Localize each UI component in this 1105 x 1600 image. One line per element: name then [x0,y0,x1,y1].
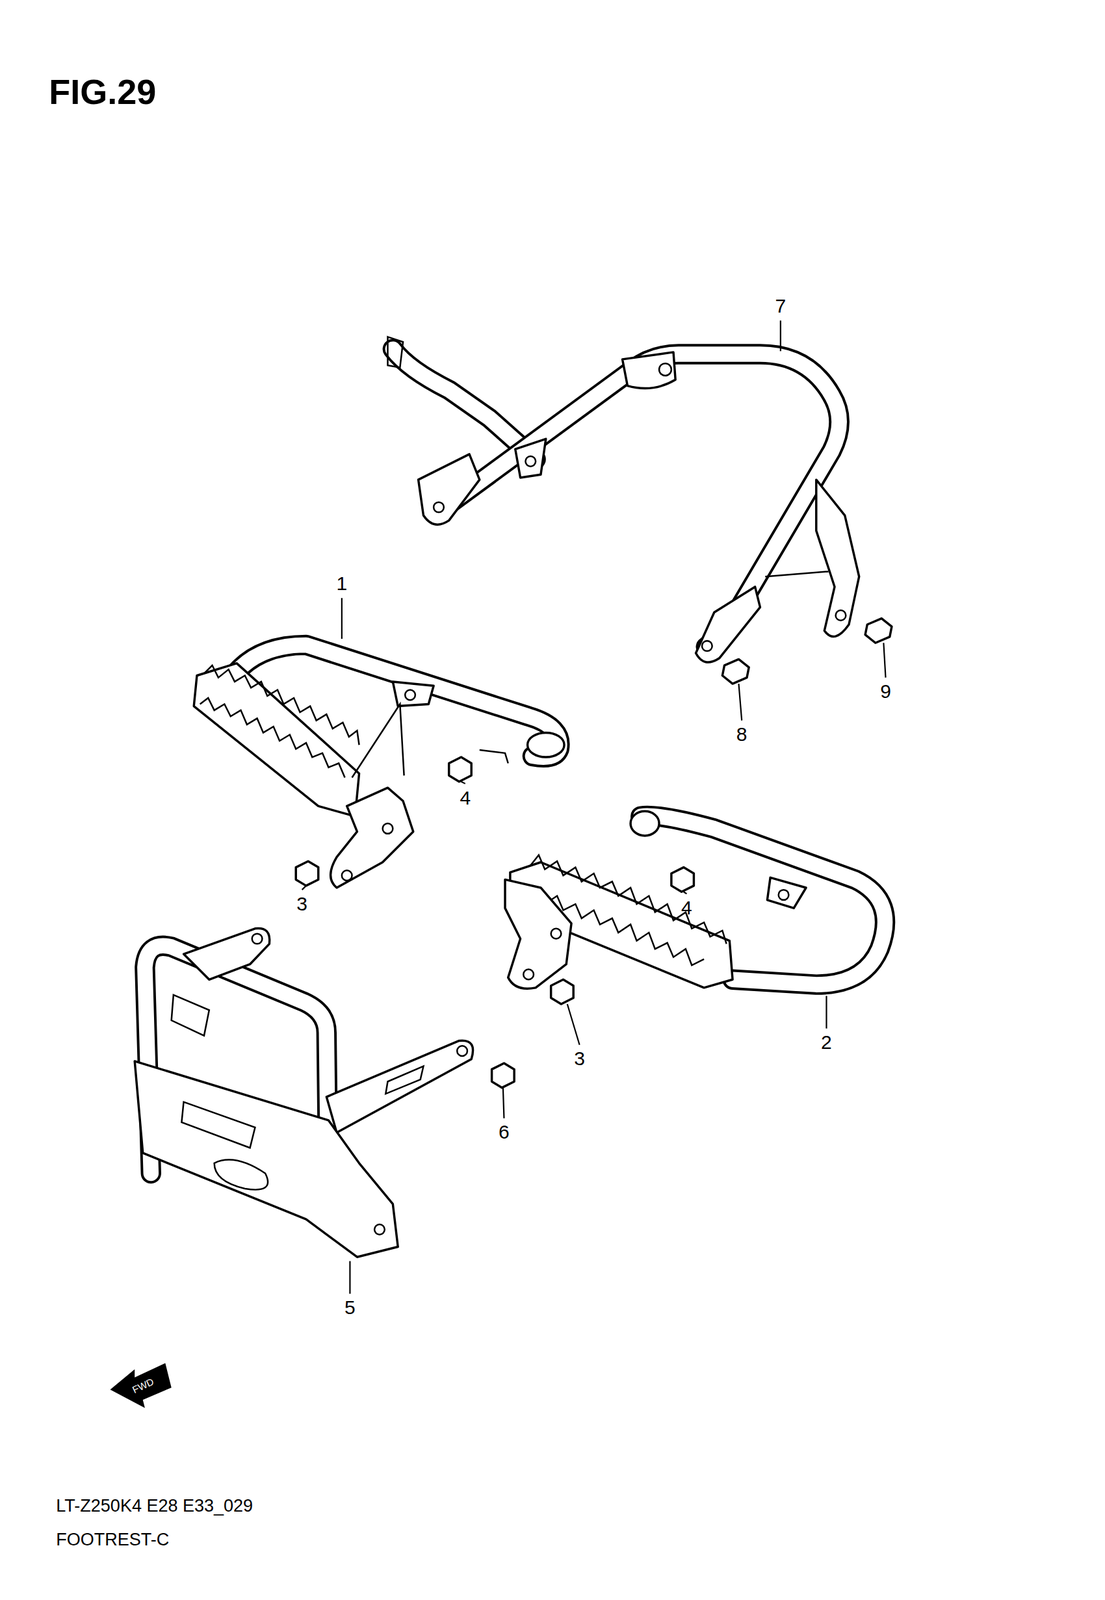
callout-number: 5 [344,1298,356,1318]
callout-number: 3 [296,894,308,914]
callout-number: 6 [498,1122,510,1143]
callout-number: 7 [774,296,786,316]
callout-number: 4 [459,788,471,808]
figure-title: FIG.29 [48,74,156,110]
figure-caption: FOOTREST-C [55,1530,169,1549]
front-bumper [134,928,473,1258]
bolt [722,618,892,684]
callout-number: 9 [880,681,892,702]
left-footrest [193,644,565,888]
callout-number: 3 [573,1049,585,1069]
leader-line [302,320,886,1295]
rear-bar [387,336,859,663]
bolt [295,757,694,1089]
callout-number: 4 [681,898,693,918]
figure-code: LT-Z250K4 E28 E33_029 [55,1496,253,1515]
callout-number: 8 [736,724,748,745]
callout-number: 1 [336,573,348,594]
callout-number: 2 [820,1032,832,1053]
fwd-arrow [110,1363,172,1408]
right-footrest [505,811,886,989]
